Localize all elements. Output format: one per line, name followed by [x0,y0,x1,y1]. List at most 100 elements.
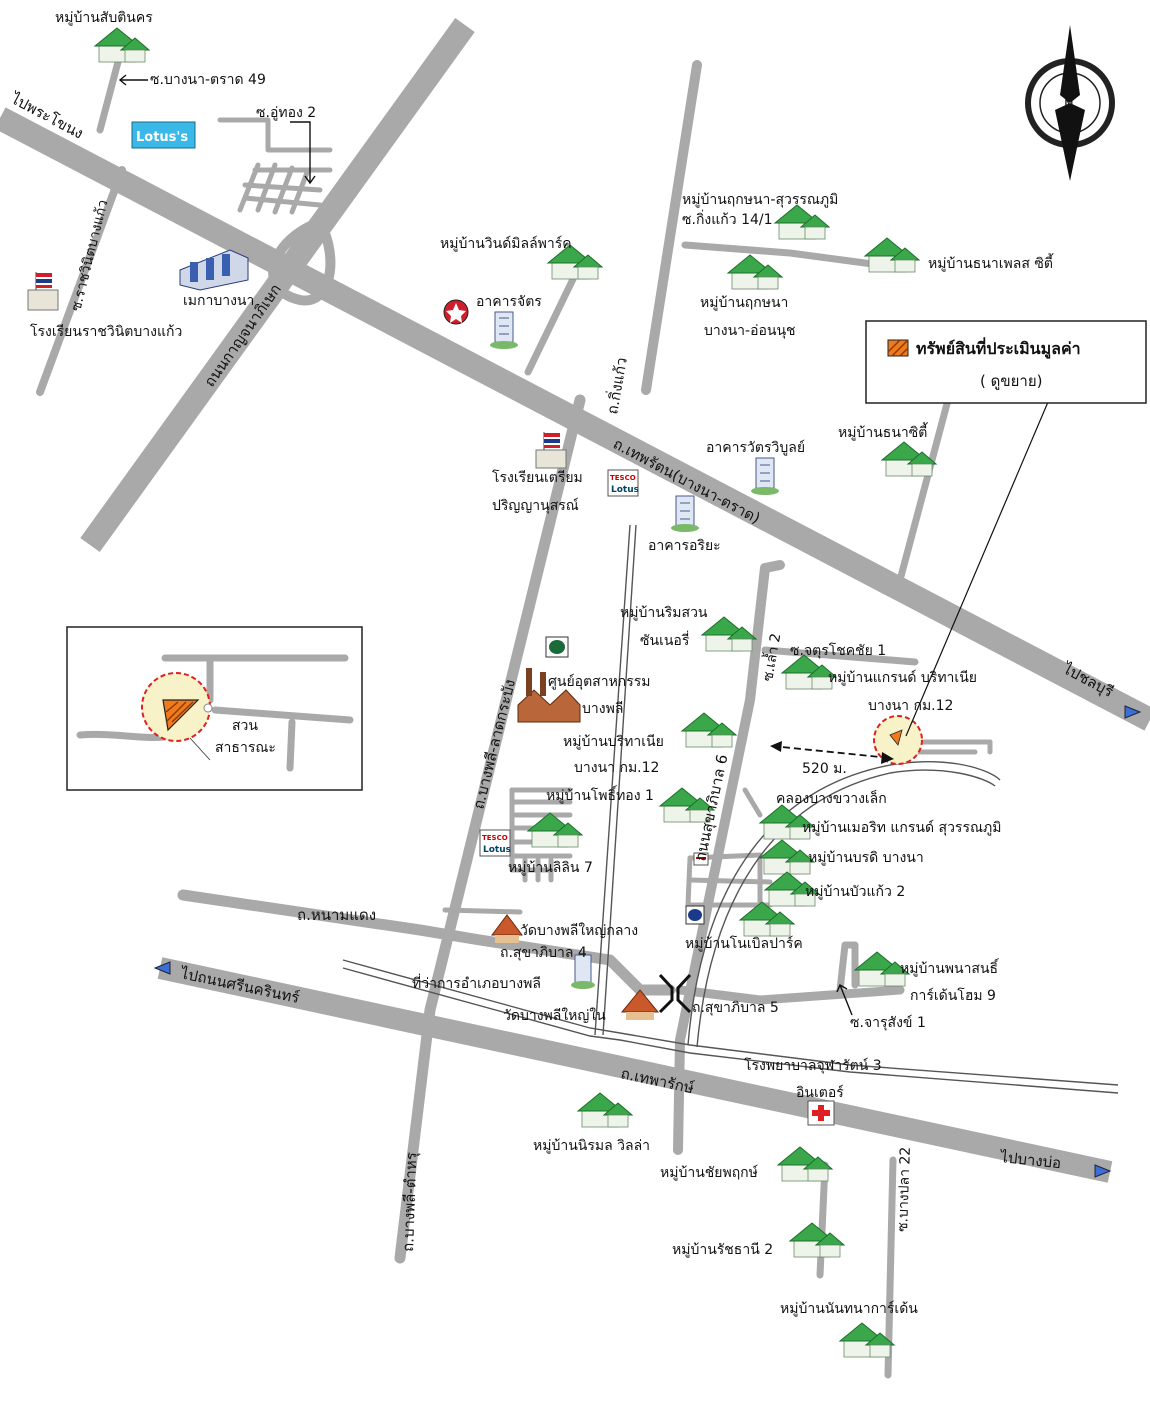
label-ariya-building: อาคารอริยะ [648,538,721,554]
temple-icon-1 [491,914,523,943]
house-icon [773,204,831,240]
house-icon [93,27,151,63]
inset-map: สวน สาธารณะ [66,626,363,791]
label-bangna-km12: บางนา กม.12 [868,698,953,714]
label-wat-bangphli-yai-nai: วัดบางพลีใหญ่ใน [503,1007,606,1024]
road-thin-sukhaphiban [342,959,1119,1094]
road-sukhaphiban4-link [442,907,523,915]
house-icon [838,1322,896,1358]
house-icon [680,712,738,748]
house-icon [758,804,816,840]
houses [93,27,938,1358]
label-industrial-2: บางพลี [582,701,623,717]
label-triam-school-1: โรงเรียนเตรียม [492,469,583,486]
label-grand-britania: หมู่บ้านแกรนด์ บริทาเนีย [828,669,977,686]
label-king-kaeo-14-1: ซ.กิ่งแก้ว 14/1 [682,210,773,228]
temple-icon-2 [620,989,660,1020]
label-rachawinit: ซ.ราชวินิตบางแก้ว [68,198,111,313]
label-khlong-bang-khwang: คลองบางขวางเล็ก [776,789,887,807]
legend: ทรัพย์สินที่ประเมินมูลค่า ( ดูขยาย) [865,320,1147,404]
label-mega-bangna: เมกาบางนา [183,293,254,309]
bridge-icon [658,973,692,1014]
label-nam-daeng: ถ.หนามแดง [297,906,376,924]
label-to-srinakarin: ไปถนนศรีนครินทร์ [178,964,301,1007]
label-hospital-1: โรงพยาบาลจุฬารัตน์ 3 [744,1057,882,1074]
house-icon [788,1222,846,1258]
school-flag-icon-2 [535,432,567,469]
label-sukhaphiban4: ถ.สุขาภิบาล 4 [500,945,587,961]
house-icon [576,1092,634,1128]
office-tower-icon-3 [671,495,699,532]
road-thana-city [896,396,952,584]
inset-park-line1: สวน [232,718,258,734]
subject-site-marker [889,729,903,746]
svg-text:TESCO: TESCO [482,834,508,842]
road-rachathani [816,1161,829,1279]
label-rim-suan-2: ซันเนอรี่ [640,631,690,649]
legend-pointer-line [905,401,1049,737]
label-hospital-2: อินเตอร์ [796,1084,844,1101]
house-icon [758,839,816,875]
label-sukhaphiban5: ถ.สุขาภิบาล 5 [692,1000,779,1016]
house-icon [546,244,604,280]
streets-u-thong [217,117,333,215]
house-icon [700,616,758,652]
label-phanasanti: หมู่บ้านพนาสนธิ์ [900,958,1000,977]
house-icon [526,812,584,848]
label-bua-kaeo2: หมู่บ้านบัวแก้ว 2 [805,884,905,900]
road-king-kaeo [641,60,702,395]
road-theparak [157,957,1113,1183]
label-u-thong2: ซ.อู่ทอง 2 [256,105,316,121]
label-lili7: หมู่บ้านลิลิน 7 [508,860,593,876]
label-garden-home9: การ์เด้นโฮม 9 [910,987,996,1004]
label-arkan-jatchar: อาคารจัตร [476,294,542,310]
distance-label: 520 ม. [802,761,847,777]
label-nirmal-villa: หมู่บ้านนิรมล วิลล่า [533,1138,650,1154]
road-sukhaphiban6 [673,560,785,1155]
road-bangna-trad-49 [96,58,122,134]
label-borati-bangna: หมู่บ้านบรดิ บางนา [808,850,924,866]
factory-icon [517,668,581,723]
lotus-logo: Lotus's [131,121,196,149]
house-icon [726,254,784,290]
road-interchange [268,217,336,306]
tesco-lotus-logo-2: TESCO Lotus [479,829,511,857]
ptt-icon-2 [685,905,705,925]
house-icon [863,237,921,273]
label-rim-suan-1: หมู่บ้านริมสวน [620,605,708,621]
label-jarusang1: ซ.จารุสังข์ 1 [850,1014,926,1031]
school-flag-icon-1 [27,272,59,311]
label-triam-school-2: ปริญญานุสรณ์ [492,497,579,514]
distance-arrow [770,741,894,764]
label-thana-city: หมู่บ้านธนาซิตี้ [838,422,929,441]
label-pho-thong1: หมู่บ้านโพธิ์ทอง 1 [546,785,654,804]
label-bangpla22: ซ.บางปลา 22 [895,1146,914,1232]
road-king-kaeo-14-1 [681,241,884,269]
house-icon [658,787,716,823]
label-fruitkhana-2: บางนา-อ่อนนุช [704,323,796,339]
office-tower-icon-4 [571,954,595,989]
ptt-icon-1 [545,636,569,658]
compass-letter: N [1064,98,1074,113]
road-bangpla-22 [884,1156,897,1379]
road-rachawinit [36,166,126,396]
small-shop-icon [693,852,709,866]
label-bangna-trad49: ซ.บางนา-ตราด 49 [150,72,266,88]
label-industrial-1: ศูนย์อุตสาหกรรม [548,673,651,690]
label-thana-place-city: หมู่บ้านธนาเพลส ซิตี้ [928,253,1054,272]
caltex-icon [443,299,469,325]
road-windmill [524,271,579,376]
label-rachathani2: หมู่บ้านรัชธานี 2 [672,1242,773,1258]
place-labels: หมู่บ้านสับตินคร เมกาบางนา โรงเรียนราชวิ… [30,10,1054,1317]
arrow-to-bangbo-icon [1094,1164,1112,1178]
svg-text:TESCO: TESCO [610,474,636,482]
house-icon [880,441,938,477]
house-icon [776,1146,834,1182]
label-britania-2: บางนา กม.12 [574,760,659,776]
tesco-lotus-logo-1: TESCO Lotus [607,469,639,497]
svg-text:Lotus: Lotus [483,845,511,855]
label-nantana-garden: หมู่บ้านนันทนาการ์เด้น [780,1300,918,1317]
inset-park-line2: สาธารณะ [215,740,276,756]
canal-khlong-bang-khwang [687,761,1001,1048]
